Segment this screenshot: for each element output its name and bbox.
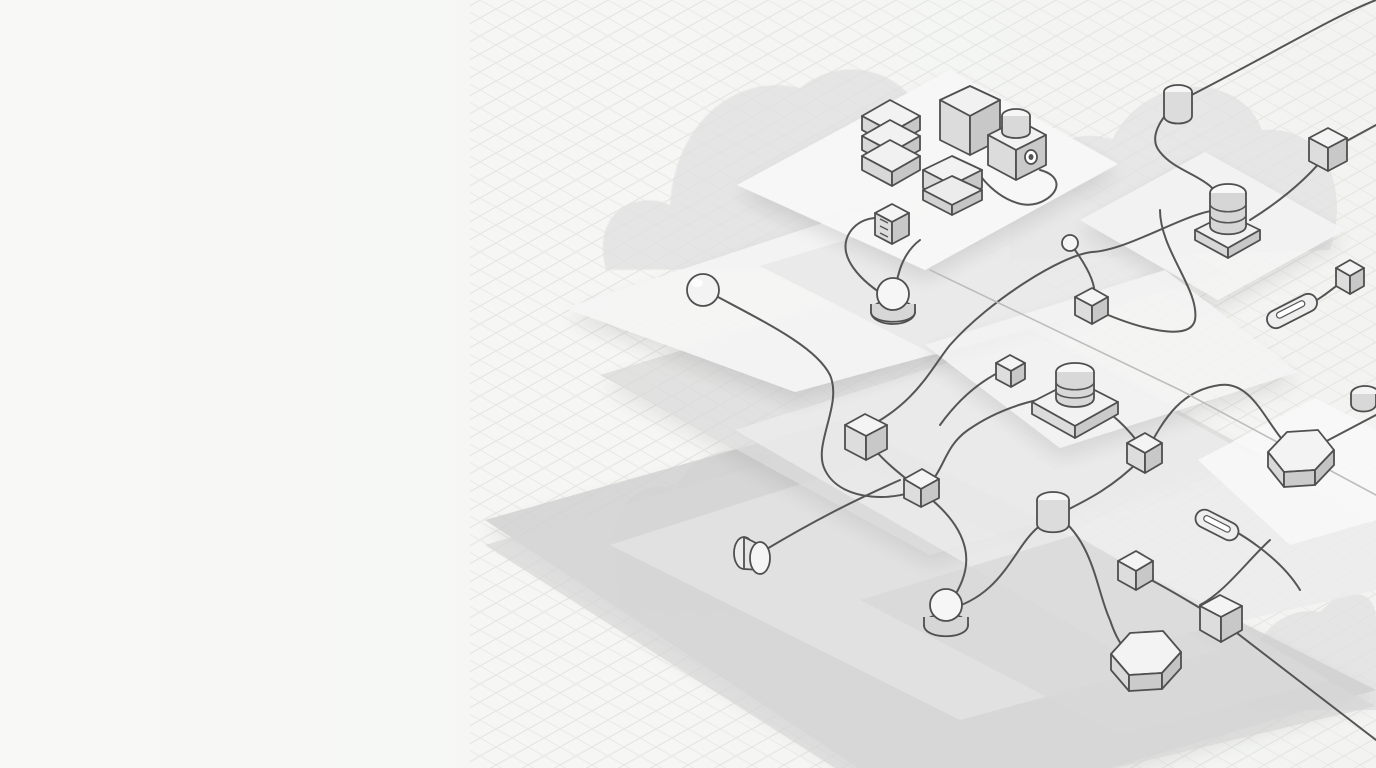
platform-layer-center <box>925 270 1298 448</box>
cube-node-icon-top-right <box>1308 127 1348 172</box>
server-stack-icon <box>861 99 921 187</box>
cylinder-node-icon-right-edge <box>1350 385 1376 413</box>
database-icon-top-right <box>1163 84 1193 125</box>
platform-layer-middle-lower <box>860 535 1330 735</box>
connection-line-17 <box>1154 101 1223 206</box>
connection-line-23 <box>979 169 1058 206</box>
connection-line-4 <box>861 209 1221 431</box>
server-switch-icon <box>922 155 983 216</box>
database-icon-right <box>1194 183 1261 259</box>
connection-line-16 <box>1177 0 1376 103</box>
hexagon-node-icon-bottom <box>1110 630 1182 692</box>
cube-node-icon-upper-left <box>874 203 910 245</box>
cube-node-icon-left <box>844 413 888 461</box>
capsule-node-icon-upper <box>1266 292 1318 330</box>
cube-node-icon-mid <box>1074 287 1109 325</box>
connection-line-7 <box>759 479 901 554</box>
database-icon-center <box>1031 362 1119 439</box>
cube-node-icon-right-mid <box>1126 432 1163 474</box>
cube-node-icon-lower <box>1117 550 1154 591</box>
cylinder-node-icon-left <box>733 536 771 575</box>
cube-node-icon-lower-right <box>1199 594 1243 643</box>
sphere-node-icon-top <box>870 277 916 325</box>
connection-line-22 <box>1199 539 1271 606</box>
capsule-node-icon-lower <box>1194 508 1240 542</box>
connection-line-12 <box>1144 383 1301 456</box>
sphere-node-icon-left <box>686 273 720 307</box>
cube-node-icon-center-left <box>903 468 940 508</box>
sphere-node-icon-bottom <box>923 588 969 638</box>
connection-line-14 <box>1091 209 1197 333</box>
connection-line-1 <box>704 289 921 498</box>
cube-node-icon-right <box>1335 259 1365 295</box>
database-icon-lower <box>1036 491 1070 534</box>
connection-line-9 <box>944 459 1141 611</box>
small-sphere-node-icon <box>1061 234 1079 252</box>
cube-node-icon-small-center <box>995 354 1026 388</box>
hexagon-node-icon-right <box>1267 429 1335 488</box>
database-cube-icon <box>987 108 1047 181</box>
connection-line-8 <box>874 449 968 611</box>
